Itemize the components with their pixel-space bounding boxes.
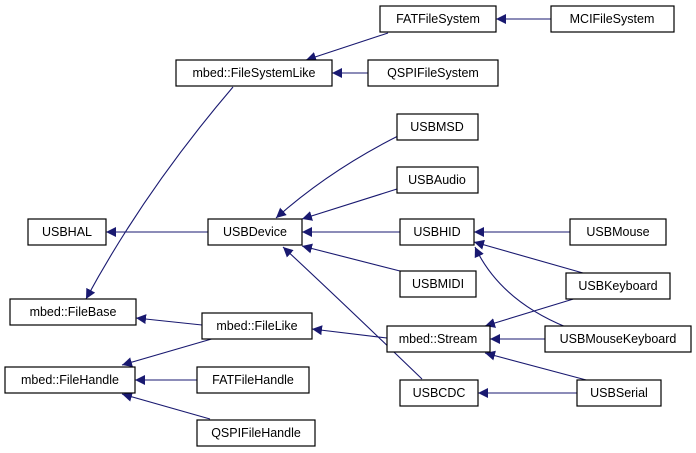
node-filebase[interactable]: mbed::FileBase xyxy=(9,298,137,326)
edge-usbaudio-to-usbdevice xyxy=(301,188,398,221)
node-usbmsd[interactable]: USBMSD xyxy=(396,113,479,141)
edge-stream-to-filelike xyxy=(311,325,388,339)
edges xyxy=(85,14,591,420)
node-label: mbed::FileHandle xyxy=(21,373,119,387)
node-label: USBMSD xyxy=(410,120,463,134)
edge-usbmidi-to-usbdevice xyxy=(301,243,401,272)
node-label: USBKeyboard xyxy=(578,279,657,293)
node-label: USBCDC xyxy=(413,386,466,400)
node-label: QSPIFileHandle xyxy=(211,426,301,440)
edge-filesystemlike-to-filebase xyxy=(85,86,234,300)
node-qspifilesystem[interactable]: QSPIFileSystem xyxy=(367,59,499,87)
node-usbaudio[interactable]: USBAudio xyxy=(396,166,479,194)
edge-usbkeyboard-to-usbhid xyxy=(473,239,584,274)
node-usbhid[interactable]: USBHID xyxy=(399,218,475,246)
node-usbserial[interactable]: USBSerial xyxy=(576,379,662,407)
edge-filelike-to-filehandle xyxy=(121,337,216,368)
node-label: USBMouseKeyboard xyxy=(560,332,677,346)
node-filesystemlike[interactable]: mbed::FileSystemLike xyxy=(175,59,333,87)
edge-usbcdc-to-usbdevice xyxy=(282,246,423,380)
node-label: USBHAL xyxy=(42,225,92,239)
edge-usbserial-to-stream xyxy=(484,350,591,382)
node-stream[interactable]: mbed::Stream xyxy=(386,325,491,353)
node-usbkeyboard[interactable]: USBKeyboard xyxy=(565,272,671,300)
node-fatfilesystem[interactable]: FATFileSystem xyxy=(379,5,497,33)
node-label: MCIFileSystem xyxy=(570,12,655,26)
node-label: QSPIFileSystem xyxy=(387,66,479,80)
edge-qspifilehandle-to-filehandle xyxy=(121,391,211,420)
node-label: mbed::FileBase xyxy=(30,305,117,319)
node-label: USBSerial xyxy=(590,386,648,400)
node-label: USBMIDI xyxy=(412,277,464,291)
node-usbhal[interactable]: USBHAL xyxy=(27,218,107,246)
node-mcifilesystem[interactable]: MCIFileSystem xyxy=(550,5,675,33)
node-usbmouse[interactable]: USBMouse xyxy=(569,218,667,246)
edge-usbmsd-to-usbdevice xyxy=(275,134,401,219)
edge-usbkeyboard-to-stream xyxy=(484,296,581,328)
node-usbmidi[interactable]: USBMIDI xyxy=(399,270,477,298)
edge-fatfilesystem-to-filesystemlike xyxy=(305,32,389,62)
node-label: mbed::FileSystemLike xyxy=(193,66,316,80)
node-label: FATFileSystem xyxy=(396,12,480,26)
node-label: USBHID xyxy=(413,225,460,239)
node-label: USBAudio xyxy=(408,173,466,187)
node-usbcdc[interactable]: USBCDC xyxy=(399,379,479,407)
edge-filelike-to-filebase xyxy=(135,314,203,326)
node-label: FATFileHandle xyxy=(212,373,294,387)
node-fatfilehandle[interactable]: FATFileHandle xyxy=(196,366,310,394)
node-label: USBMouse xyxy=(586,225,649,239)
node-label: mbed::Stream xyxy=(399,332,478,346)
nodes: FATFileSystem MCIFileSystem mbed::FileSy… xyxy=(4,5,692,447)
node-qspifilehandle[interactable]: QSPIFileHandle xyxy=(196,419,316,447)
node-usbdevice[interactable]: USBDevice xyxy=(207,218,303,246)
node-filehandle[interactable]: mbed::FileHandle xyxy=(4,366,136,394)
node-label: USBDevice xyxy=(223,225,287,239)
node-label: mbed::FileLike xyxy=(216,319,297,333)
node-usbmousekeyboard[interactable]: USBMouseKeyboard xyxy=(544,325,692,353)
node-filelike[interactable]: mbed::FileLike xyxy=(201,312,313,340)
edge-usbmousekeyboard-to-usbhid xyxy=(474,246,567,328)
